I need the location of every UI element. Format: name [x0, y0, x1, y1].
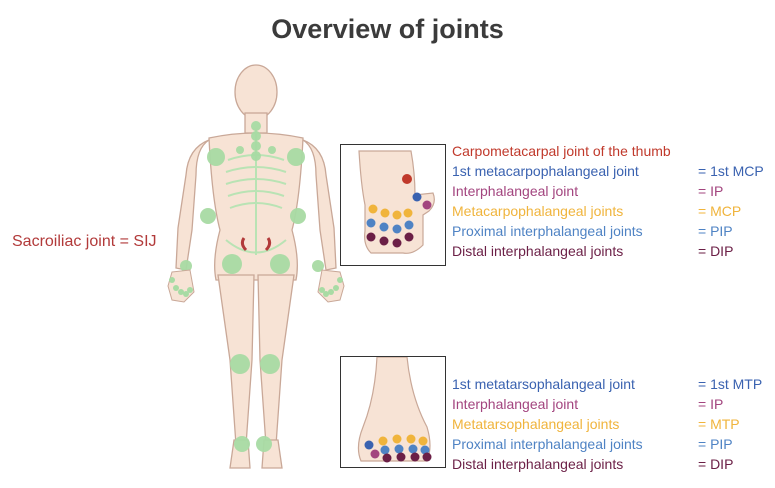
mtp-joints — [378, 434, 428, 446]
legend-label: Carpometacarpal joint of the thumb — [452, 143, 671, 159]
legend-abbr: = IP — [698, 183, 724, 199]
legend-row-dip: Distal interphalangeal joints = DIP — [452, 454, 772, 474]
legend-row-pip: Proximal interphalangeal joints = PIP — [452, 221, 772, 241]
legend-label: 1st metatarsophalangeal joint — [452, 376, 635, 392]
sacroiliac-joint-right — [264, 237, 272, 252]
legend-abbr: = PIP — [698, 223, 733, 239]
legend-row-first-mtp: 1st metatarsophalangeal joint = 1st MTP — [452, 374, 772, 394]
cmc-thumb-joint — [402, 174, 412, 184]
legend-abbr: = DIP — [698, 456, 734, 472]
first-mcp-joint — [412, 192, 422, 202]
hand-detail-box — [340, 144, 446, 266]
legend-label: Distal interphalangeal joints — [452, 456, 624, 472]
legend-label: 1st metacarpophalangeal joint — [452, 163, 639, 179]
legend-abbr: = 1st MTP — [698, 376, 763, 392]
legend-abbr: = IP — [698, 396, 724, 412]
legend-row-pip: Proximal interphalangeal joints = PIP — [452, 434, 772, 454]
legend-label: Metatarsophalangeal joints — [452, 416, 620, 432]
legend-label: Interphalangeal joint — [452, 396, 579, 412]
joint-markers — [180, 121, 324, 452]
legend-row-mtp: Metatarsophalangeal joints = MTP — [452, 414, 772, 434]
hand-legend: Carpometacarpal joint of the thumb 1st m… — [452, 141, 772, 261]
left-hand-joints — [169, 277, 193, 297]
legend-abbr: = MCP — [698, 203, 742, 219]
sacroiliac-joint-left — [240, 237, 248, 252]
right-hand — [317, 269, 345, 303]
mcp-joints — [368, 204, 413, 220]
hand-illustration — [358, 150, 435, 254]
legend-label: Proximal interphalangeal joints — [452, 223, 643, 239]
legend-row-mcp: Metacarpophalangeal joints = MCP — [452, 201, 772, 221]
legend-abbr: = PIP — [698, 436, 733, 452]
legend-row-dip: Distal interphalangeal joints = DIP — [452, 241, 772, 261]
pip-joints — [380, 444, 430, 455]
legend-label: Metacarpophalangeal joints — [452, 203, 624, 219]
legend-label: Interphalangeal joint — [452, 183, 579, 199]
first-mtp-joint — [364, 440, 374, 450]
left-hand — [167, 269, 195, 303]
legend-abbr: = MTP — [698, 416, 740, 432]
page-title: Overview of joints — [271, 14, 504, 44]
legend-abbr: = DIP — [698, 243, 734, 259]
thumb-ip-joint — [422, 200, 432, 210]
right-hand-joints — [319, 277, 343, 297]
legend-row-ip: Interphalangeal joint = IP — [452, 394, 772, 414]
legend-row-cmc: Carpometacarpal joint of the thumb — [452, 141, 772, 161]
dip-joints — [382, 452, 432, 463]
foot-illustration — [357, 357, 432, 463]
legend-label: Proximal interphalangeal joints — [452, 436, 643, 452]
legend-abbr: = 1st MCP — [698, 163, 764, 179]
sacroiliac-label: Sacroiliac joint = SIJ — [12, 233, 157, 250]
legend-row-first-mcp: 1st metacarpophalangeal joint = 1st MCP — [452, 161, 772, 181]
foot-legend: 1st metatarsophalangeal joint = 1st MTP … — [452, 374, 772, 474]
legend-label: Distal interphalangeal joints — [452, 243, 624, 259]
legend-row-ip: Interphalangeal joint = IP — [452, 181, 772, 201]
foot-detail-box — [340, 356, 446, 468]
dip-joints — [366, 232, 414, 248]
toe-ip-joint — [370, 449, 380, 459]
pip-joints — [366, 218, 414, 234]
